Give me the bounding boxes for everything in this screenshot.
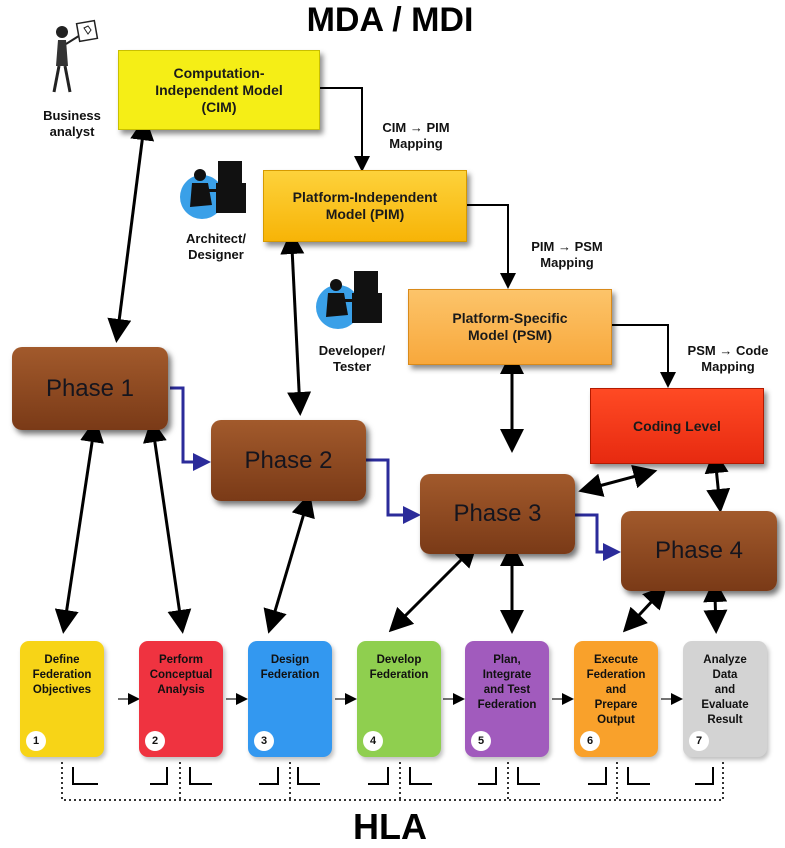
- diagram-title: MDA / MDI: [306, 1, 474, 39]
- hla-step-label: Plan, Integrate and Test Federation: [477, 654, 537, 711]
- hla-step-label: Execute Federation and Prepare Output: [586, 654, 646, 726]
- phase4-step7-arrow: [703, 578, 728, 634]
- hla-step-label: Develop Federation: [369, 654, 429, 681]
- psm-label: Platform-Specific Model (PSM): [452, 310, 568, 343]
- pim-psm-mapping-label: PIM → PSM Mapping: [531, 239, 603, 270]
- phase1-phase2-link: [170, 386, 211, 471]
- architect-label: Architect/ Designer: [186, 231, 246, 262]
- hla-step-7: Analyze Data and Evaluate Result 7: [683, 641, 767, 757]
- psm-code-mapping-label: PSM → Code Mapping: [687, 343, 769, 374]
- hla-step-1: Define Federation Objectives 1: [20, 641, 104, 757]
- business-analyst-label: Business analyst: [43, 108, 101, 139]
- hla-step-4: Develop Federation 4: [357, 641, 441, 757]
- phase-3-label: Phase 3: [453, 500, 542, 527]
- step-number-badge: 3: [254, 731, 274, 751]
- developer-figure: [314, 265, 384, 333]
- step-number-badge: 6: [580, 731, 600, 751]
- hla-step-6: Execute Federation and Prepare Output 6: [574, 641, 658, 757]
- coding-phase4-arrow: [704, 449, 731, 513]
- architect-figure: [178, 155, 248, 223]
- coding-level-label: Coding Level: [633, 417, 721, 434]
- coding-level-box: Coding Level: [590, 388, 764, 464]
- hla-step-label: Define Federation Objectives: [32, 654, 92, 696]
- cim-pim-mapping-label: CIM → PIM Mapping: [382, 120, 450, 151]
- cim-box: Computation- Independent Model (CIM): [118, 50, 320, 130]
- pim-phase2-arrow: [280, 230, 312, 416]
- developer-label: Developer/ Tester: [318, 343, 386, 374]
- hla-step-label: Perform Conceptual Analysis: [149, 654, 213, 696]
- coding-phase3-arrow: [578, 464, 658, 497]
- psm-coding-connector: [610, 324, 676, 388]
- person-with-sign-icon: [52, 19, 99, 93]
- phase-4-label: Phase 4: [654, 537, 744, 564]
- business-analyst-figure: [48, 18, 100, 98]
- phase2-step3-arrow: [263, 492, 315, 634]
- phase-1-label: Phase 1: [45, 374, 135, 402]
- pim-label: Platform-Independent Model (PIM): [292, 189, 438, 222]
- step-number-badge: 7: [689, 731, 709, 751]
- phase3-phase4-link: [575, 513, 621, 561]
- hla-step-5: Plan, Integrate and Test Federation 5: [465, 641, 549, 757]
- hla-step-label: Analyze Data and Evaluate Result: [701, 654, 749, 726]
- hla-feedback-loop: [61, 762, 724, 801]
- hla-step-label: Design Federation: [260, 654, 320, 681]
- step-number-badge: 1: [26, 731, 46, 751]
- hla-title: HLA: [353, 806, 427, 847]
- psm-box: Platform-Specific Model (PSM): [408, 289, 612, 365]
- cim-phase1-arrow: [107, 116, 155, 343]
- cim-label: Computation- Independent Model (CIM): [155, 64, 283, 115]
- phase2-phase3-link: [366, 458, 421, 524]
- step-number-badge: 5: [471, 731, 491, 751]
- hla-step-3: Design Federation 3: [248, 641, 332, 757]
- hla-feedback-ticks: [179, 762, 618, 800]
- person-at-computer-icon: [180, 161, 246, 219]
- step-number-badge: 2: [145, 731, 165, 751]
- phase3-step4-arrow: [388, 543, 478, 633]
- person-at-computer-icon: [316, 271, 382, 329]
- phase-2-box: Phase 2: [211, 420, 366, 501]
- hla-step-2: Perform Conceptual Analysis 2: [139, 641, 223, 757]
- cim-pim-connector: [318, 87, 370, 172]
- pim-psm-connector: [465, 204, 516, 289]
- phase-4-box: Phase 4: [621, 511, 777, 591]
- phase1-step1-arrow: [54, 418, 104, 634]
- pim-box: Platform-Independent Model (PIM): [263, 170, 467, 242]
- hla-feedback-return-arrows: [72, 767, 714, 785]
- phase-2-label: Phase 2: [244, 446, 333, 474]
- phase1-step2-arrow: [142, 418, 192, 634]
- step-number-badge: 4: [363, 731, 383, 751]
- phase-3-box: Phase 3: [420, 474, 575, 554]
- phase-1-box: Phase 1: [12, 347, 168, 430]
- phase4-step6-arrow: [622, 584, 668, 633]
